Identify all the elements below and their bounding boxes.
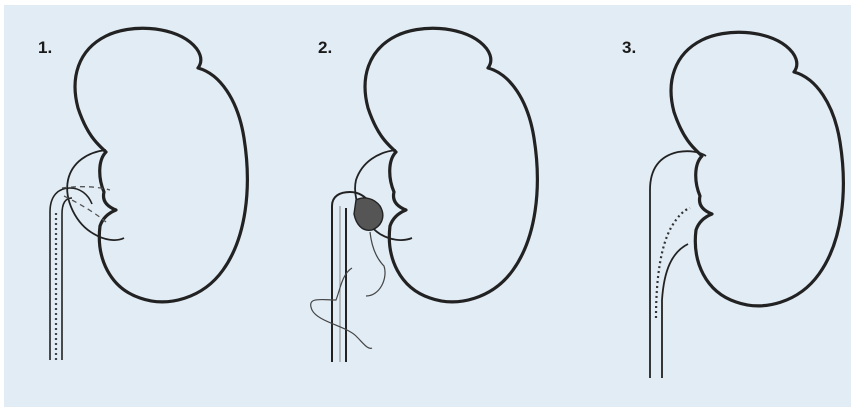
kidney-2	[365, 28, 537, 301]
kidney-3	[671, 32, 843, 305]
kidney-1	[75, 28, 247, 301]
renal-pelvis-1	[67, 150, 124, 240]
stone-fragment-2	[354, 198, 383, 230]
suture-thread-2	[311, 232, 385, 348]
ureteral-stent-1	[50, 188, 92, 360]
